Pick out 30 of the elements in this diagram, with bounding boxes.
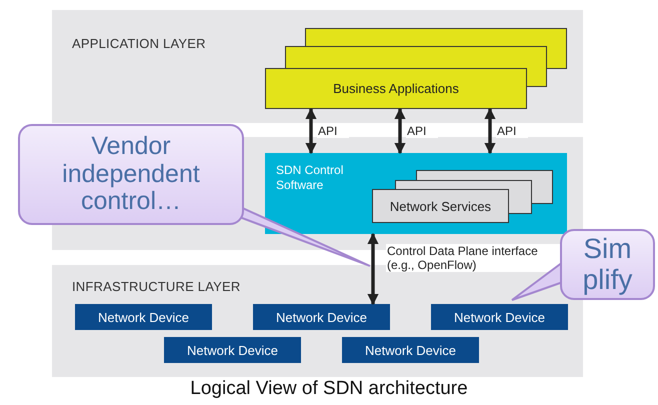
layer-band [52,10,583,123]
device-box [75,304,212,330]
box-label: Network Device [186,342,278,358]
box-label: Network Device [276,310,368,324]
callout-text: Vendor independent control… [61,133,201,216]
control-software-box [265,153,567,234]
double-arrow [394,108,406,154]
caption: Logical View of SDN architecture [189,378,469,400]
layer-label: INFRASTRUCTURE LAYER [72,279,240,294]
box-label: Network Device [454,310,546,324]
box-label: Business Applications [333,81,459,96]
box-label: SDN Control Software [276,163,344,193]
double-arrow [484,108,496,154]
device-box [253,304,390,330]
box-label: Network Device [364,342,456,358]
box-label: Network Services [390,198,492,214]
device-box [164,337,301,363]
edge-label: Control Data Plane interface (e.g., OpenFlow) [386,244,560,272]
box-label: Network Device [98,310,190,324]
callout-text: Sim plify [582,234,634,296]
edge-label: API [496,124,528,138]
double-arrow [367,232,379,306]
device-box [431,304,568,330]
callout-bubble [18,124,244,225]
edge-label: API [406,124,438,138]
double-arrow [305,108,317,154]
callout-bubble [560,229,655,300]
layer-label: APPLICATION LAYER [72,36,206,51]
edge-label: API [317,124,349,138]
device-box [342,337,479,363]
